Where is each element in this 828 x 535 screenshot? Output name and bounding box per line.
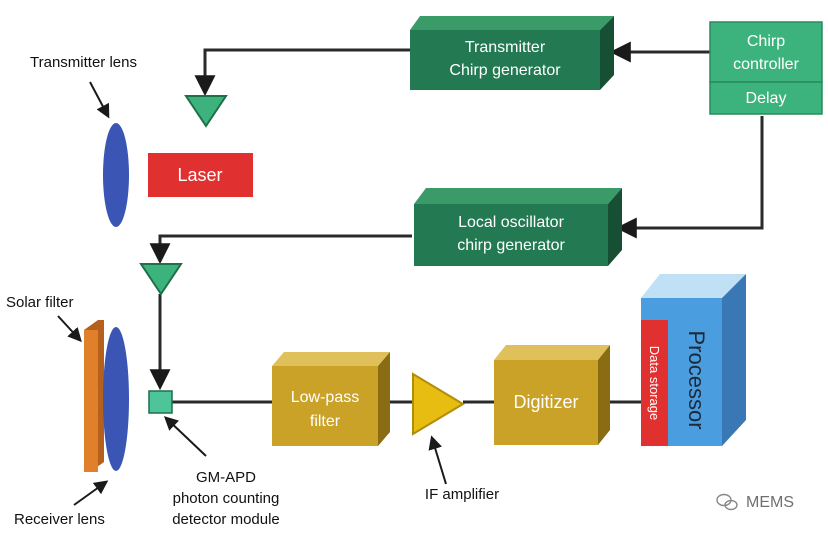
processor-label: Processor	[684, 330, 709, 429]
transmitter-lens-label: Transmitter lens	[30, 54, 137, 71]
wire-local-oscillator-to-receiver-amp	[149, 234, 412, 265]
chirp-controller-label-line2: controller	[733, 56, 799, 73]
watermark: MEMS	[716, 493, 794, 511]
receiver-lens-label: Receiver lens	[14, 511, 105, 528]
wire-delay-to-local-oscillator	[615, 116, 764, 239]
delay-block: Delay	[709, 81, 823, 115]
processor-block: Data storage Processor	[641, 274, 746, 446]
digitizer-label: Digitizer	[513, 392, 578, 412]
if-amplifier-triangle	[412, 372, 465, 436]
local-oscillator-label-line1: Local oscillator	[458, 214, 565, 231]
transmitter-chirp-label-line1: Transmitter	[465, 39, 546, 56]
solar-filter-label: Solar filter	[6, 294, 74, 311]
chirp-controller-label-line1: Chirp	[747, 33, 785, 50]
laser-label: Laser	[177, 165, 222, 185]
data-storage-label: Data storage	[647, 346, 662, 420]
wire-transmitter-to-laser-amp	[194, 48, 412, 97]
gm-apd-label-line1: GM-APD	[196, 469, 256, 486]
gm-apd-label-line2: photon counting	[173, 490, 280, 507]
transmitter-chirp-generator-block: Transmitter Chirp generator	[410, 16, 614, 90]
receiver-lens-shape	[103, 327, 129, 471]
gm-apd-pointer	[163, 416, 207, 457]
digitizer-block: Digitizer	[494, 345, 610, 445]
if-amplifier-pointer	[428, 435, 447, 485]
receiver-lens-pointer	[73, 480, 109, 506]
local-oscillator-chirp-generator-block: Local oscillator chirp generator	[414, 188, 622, 266]
low-pass-label-line1: Low-pass	[291, 389, 359, 406]
local-oscillator-label-line2: chirp generator	[457, 237, 565, 254]
transmitter-chirp-label-line2: Chirp generator	[449, 62, 561, 79]
solar-filter-shape	[84, 320, 104, 472]
solar-filter-pointer	[57, 315, 82, 343]
gm-apd-label-line3: detector module	[172, 511, 280, 528]
transmitter-lens-pointer	[89, 81, 110, 119]
low-pass-label-line2: filter	[310, 413, 341, 430]
gm-apd-detector-square	[148, 390, 173, 414]
receiver-amplifier-triangle	[139, 263, 183, 296]
watermark-text: MEMS	[746, 494, 794, 511]
chirp-controller-block: Chirp controller	[709, 21, 823, 83]
delay-label: Delay	[746, 90, 787, 107]
transmitter-lens-shape	[103, 123, 129, 227]
low-pass-filter-block: Low-pass filter	[272, 352, 390, 446]
laser-block: Laser	[148, 153, 253, 197]
transmitter-amplifier-triangle	[184, 95, 228, 128]
data-storage-strip	[641, 320, 668, 446]
if-amplifier-label: IF amplifier	[425, 486, 499, 503]
wechat-icon	[716, 493, 738, 511]
